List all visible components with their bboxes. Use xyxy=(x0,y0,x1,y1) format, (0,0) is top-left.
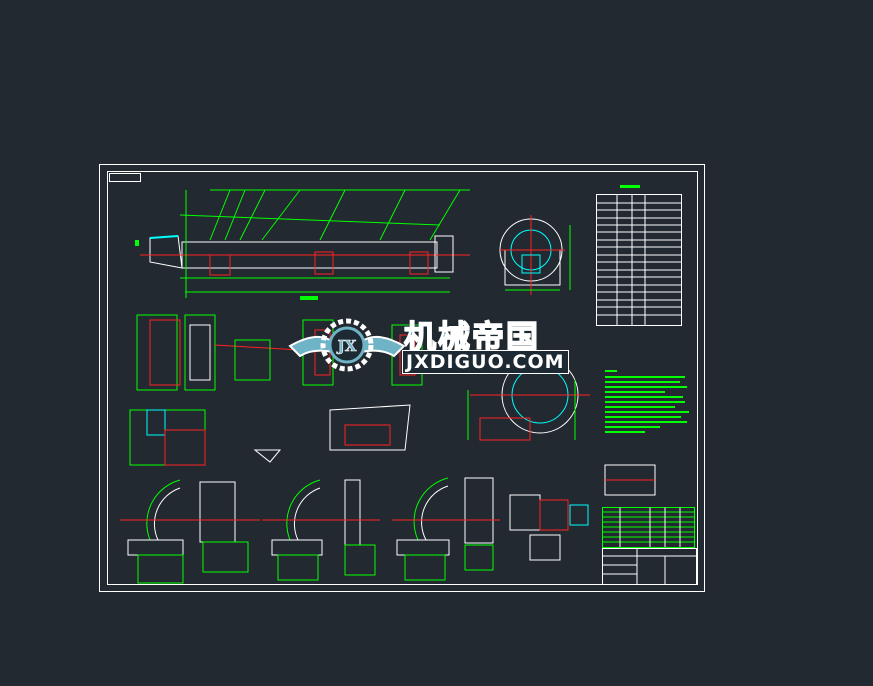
watermark-logo: JX 机械帝国 JXDIGUO.COM xyxy=(288,312,583,378)
tyre-station-2 xyxy=(262,479,380,581)
kiln-elevation-view xyxy=(135,189,470,300)
parts-list-and-title-block xyxy=(602,507,697,585)
tyre-station-1 xyxy=(120,479,260,584)
support-roller-details xyxy=(129,404,411,466)
svg-text:JX: JX xyxy=(336,337,357,355)
corner-label-box xyxy=(109,173,141,182)
drive-unit-view xyxy=(509,464,656,561)
technical-notes xyxy=(605,370,689,433)
drawing-outer-border xyxy=(99,164,705,592)
kiln-end-view xyxy=(499,215,571,295)
drawing-inner-border xyxy=(107,171,698,585)
logo-site-name: JXDIGUO.COM xyxy=(402,350,569,374)
winged-gear-emblem-icon: JX xyxy=(288,318,406,372)
tyre-station-3 xyxy=(392,477,500,581)
parameter-table xyxy=(596,185,682,326)
